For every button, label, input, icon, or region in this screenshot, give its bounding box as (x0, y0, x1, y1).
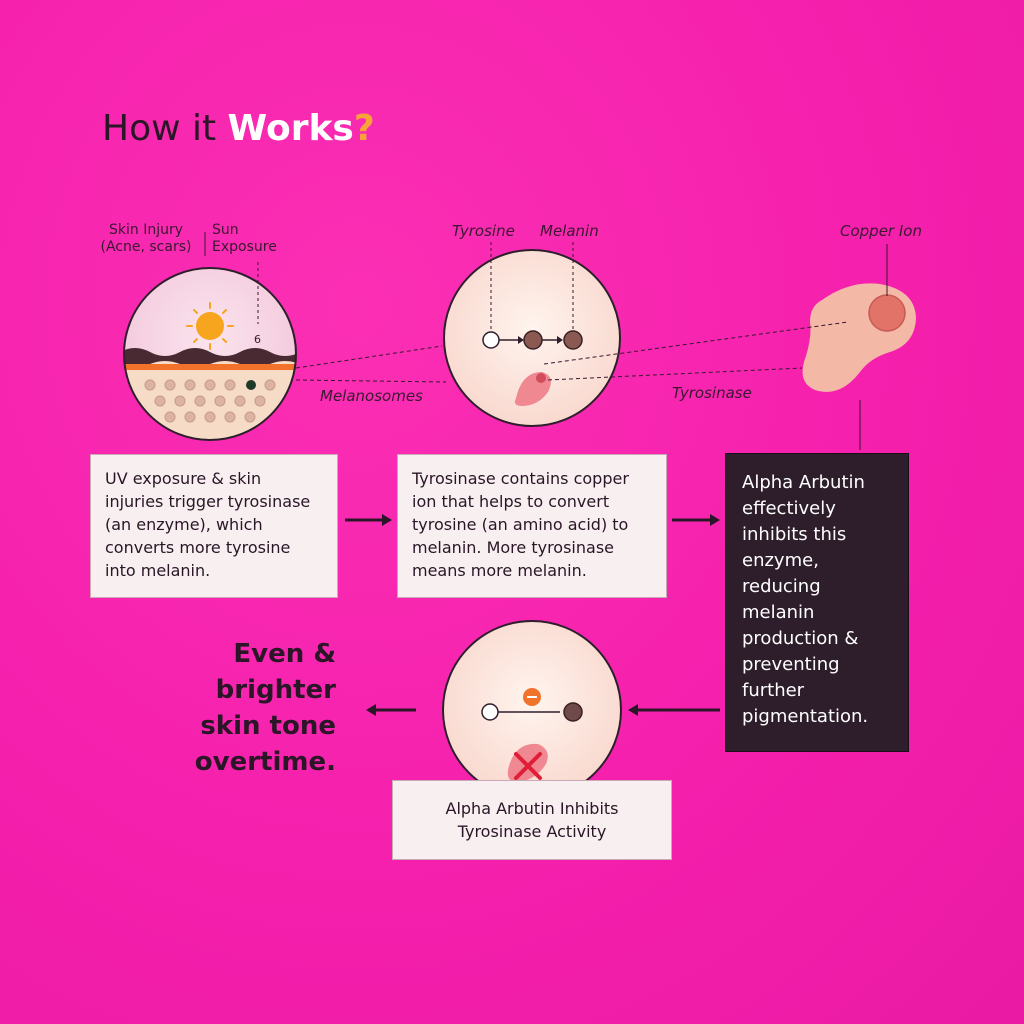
step2-box: Tyrosinase contains copper ion that help… (397, 454, 667, 598)
skin-cross-section-circle (123, 267, 297, 441)
caption-box: Alpha Arbutin Inhibits Tyrosinase Activi… (392, 780, 672, 860)
result-line-4: overtime. (194, 747, 336, 777)
caption-line-1: Alpha Arbutin Inhibits (445, 799, 619, 818)
skin-injury-label: Skin Injury (Acne, scars) (100, 222, 192, 255)
melanosomes-label: Melanosomes (320, 387, 423, 405)
caption-line-2: Tyrosinase Activity (457, 822, 607, 841)
step1-text: UV exposure & skin injuries trigger tyro… (105, 469, 311, 580)
leader-lines (204, 232, 888, 450)
result-line-2: brighter (215, 675, 336, 705)
step1-box: UV exposure & skin injuries trigger tyro… (90, 454, 338, 598)
flow-arrows (345, 514, 720, 716)
result-line-3: skin tone (200, 711, 336, 741)
melanin-label: Melanin (540, 222, 599, 240)
sun-number-label: 6 (254, 333, 261, 346)
sun-icon (186, 302, 234, 350)
title-prefix: How it (102, 108, 228, 149)
step3-text: Alpha Arbutin effectively inhibits this … (742, 472, 869, 727)
cross-icon (514, 752, 542, 780)
title-bold: Works (227, 108, 354, 149)
copper-ion-label: Copper Ion (840, 222, 922, 240)
inhibition-circle (442, 620, 622, 800)
copper-ion-enzyme (802, 283, 916, 392)
result-text: Even & brighter skin tone overtime. (180, 636, 336, 780)
page-title: How it Works? (102, 108, 375, 149)
step2-text: Tyrosinase contains copper ion that help… (412, 469, 629, 580)
title-question-mark: ? (353, 108, 375, 149)
conversion-circle (443, 249, 621, 427)
result-line-1: Even & (233, 639, 336, 669)
tyrosinase-label: Tyrosinase (672, 384, 752, 402)
sun-exposure-label: Sun Exposure (212, 222, 277, 255)
tyrosine-label: Tyrosine (452, 222, 515, 240)
step3-box: Alpha Arbutin effectively inhibits this … (725, 453, 909, 752)
